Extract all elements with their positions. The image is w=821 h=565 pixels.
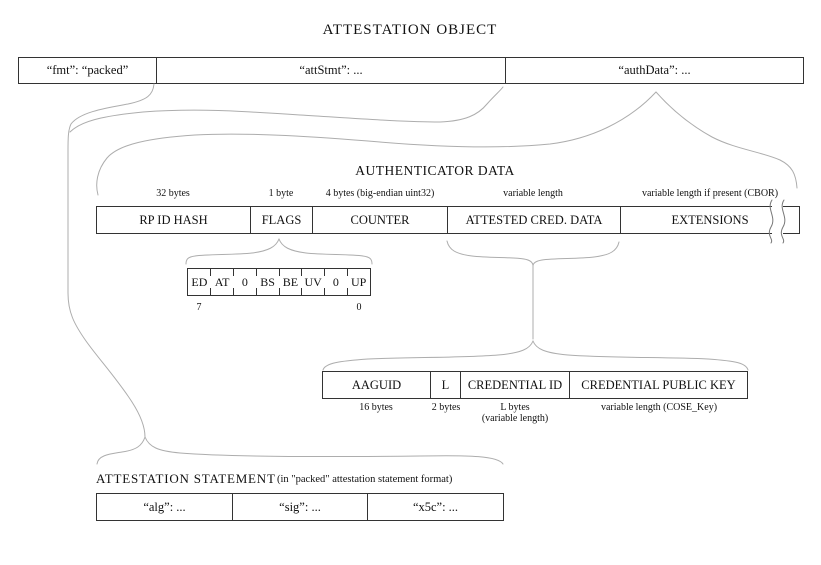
diagram-title: ATTESTATION OBJECT: [322, 22, 498, 38]
size-label-credential-id: L bytes: [500, 402, 530, 413]
size-label-flags: 1 byte: [268, 188, 294, 199]
attested-credential-data-row: AAGUID L CREDENTIAL ID CREDENTIAL PUBLIC…: [322, 371, 748, 399]
attested-cred-data-cell: ATTESTED CRED. DATA: [447, 207, 620, 233]
flag-bit-rfu1: 0: [233, 269, 257, 295]
flag-bit-ed: ED: [191, 274, 208, 289]
sig-field: “sig”: ...: [232, 494, 367, 520]
authenticator-data-heading: AUTHENTICATOR DATA: [355, 163, 515, 178]
attestation-object-row: “fmt”: “packed” “attStmt”: ... “authData…: [18, 57, 804, 84]
flag-bit-bs: BS: [255, 269, 279, 295]
size-label-credential-public-key: variable length (COSE_Key): [600, 402, 718, 413]
size-label-counter: 4 bytes (big-endian uint32): [325, 188, 435, 199]
size-label-attested-cred-data: variable length: [503, 188, 563, 199]
attstmt-connector-left-tail: [67, 83, 155, 438]
size-label-extensions: variable length if present (CBOR): [641, 188, 779, 199]
attestation-statement-heading: ATTESTATION STATEMENT: [96, 471, 276, 486]
alg-field: “alg”: ...: [143, 499, 186, 514]
bit-index-0: 0: [356, 302, 362, 313]
rp-id-hash-cell: RP ID HASH: [139, 212, 208, 227]
size-label-l: 2 bytes: [431, 402, 461, 413]
flag-bit-be: BE: [278, 269, 302, 295]
size-label-aaguid: 16 bytes: [359, 402, 393, 413]
aaguid-cell: AAGUID: [351, 377, 402, 392]
flag-bit-uv: UV: [301, 269, 325, 295]
l-cell: L: [430, 372, 460, 398]
extensions-cell: EXTENSIONS: [620, 207, 799, 233]
authenticator-data-row: RP ID HASH FLAGS COUNTER ATTESTED CRED. …: [96, 206, 800, 234]
attestation-statement-brace-left: [96, 436, 146, 465]
authdata-brace-right: [655, 91, 798, 189]
attested-cred-overbrace-left: [322, 340, 534, 371]
authdata-brace-left: [96, 91, 657, 196]
attstmt-field: “attStmt”: ...: [156, 58, 505, 83]
attested-cred-overbrace-right: [532, 340, 749, 371]
attested-cred-underbrace-right: [532, 241, 620, 267]
flag-bit-up: UP: [346, 269, 370, 295]
bit-index-7: 7: [196, 302, 202, 313]
credential-public-key-cell: CREDENTIAL PUBLIC KEY: [569, 372, 747, 398]
attestation-statement-row: “alg”: ... “sig”: ... “x5c”: ...: [96, 493, 504, 521]
fmt-field: “fmt”: “packed”: [46, 63, 129, 77]
counter-cell: COUNTER: [312, 207, 447, 233]
size-note-credential-id: (variable length): [481, 413, 549, 424]
flags-brace-left: [185, 238, 280, 265]
size-label-rpidhash: 32 bytes: [156, 188, 190, 199]
attestation-statement-brace-right: [144, 436, 504, 465]
attested-cred-underbrace-left: [446, 240, 534, 267]
authdata-field: “authData”: ...: [505, 58, 803, 83]
flags-cell: FLAGS: [250, 207, 312, 233]
flag-bit-rfu2: 0: [324, 269, 348, 295]
attestation-statement-format-note: (in "packed" attestation statement forma…: [277, 474, 453, 485]
attstmt-connector-right-arm: [69, 86, 504, 133]
flag-bit-at: AT: [210, 269, 234, 295]
flags-brace-right: [278, 238, 373, 265]
credential-id-cell: CREDENTIAL ID: [460, 372, 569, 398]
flags-bit-register: ED AT 0 BS BE UV 0 UP: [187, 268, 371, 296]
x5c-field: “x5c”: ...: [367, 494, 503, 520]
